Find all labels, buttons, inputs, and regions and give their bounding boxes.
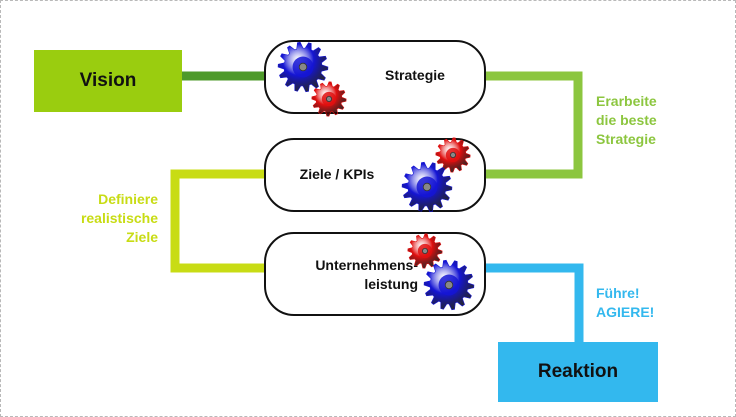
- vision-label: Vision: [79, 70, 137, 91]
- fuehre-line1: Führe!: [596, 285, 640, 301]
- connector-strategie-ziele: [484, 71, 583, 179]
- definiere-line1: Definiere: [98, 191, 158, 207]
- strategie-label: Strategie: [385, 67, 445, 83]
- vision-box: Vision: [34, 50, 182, 112]
- annotation-fuehre: Führe! AGIERE!: [596, 284, 654, 322]
- gear-blue-icon: [277, 41, 329, 93]
- gear-red-icon: [435, 137, 471, 173]
- annotation-erarbeite: Erarbeite die beste Strategie: [596, 92, 657, 149]
- gear-blue-icon: [401, 161, 453, 213]
- connector-leistung-reaktion: [484, 263, 584, 343]
- definiere-line3: Ziele: [126, 229, 158, 245]
- fuehre-line2: AGIERE!: [596, 304, 655, 320]
- leistung-label: Unternehmens- leistung: [276, 256, 418, 294]
- leistung-label-line2: leistung: [364, 276, 418, 292]
- erarbeite-line3: Strategie: [596, 131, 656, 147]
- reaktion-label: Reaktion: [537, 361, 619, 382]
- ziele-label: Ziele / KPIs: [299, 166, 375, 182]
- gear-red-icon: [311, 81, 347, 117]
- erarbeite-line2: die beste: [596, 112, 657, 128]
- leistung-label-line1: Unternehmens-: [315, 257, 418, 273]
- definiere-line2: realistische: [80, 210, 158, 226]
- gear-blue-icon: [423, 259, 475, 311]
- reaktion-box: Reaktion: [498, 342, 658, 402]
- erarbeite-line1: Erarbeite: [596, 93, 657, 109]
- connector-ziele-leistung: [170, 169, 268, 273]
- annotation-definiere: Definiere realistische Ziele: [40, 190, 158, 247]
